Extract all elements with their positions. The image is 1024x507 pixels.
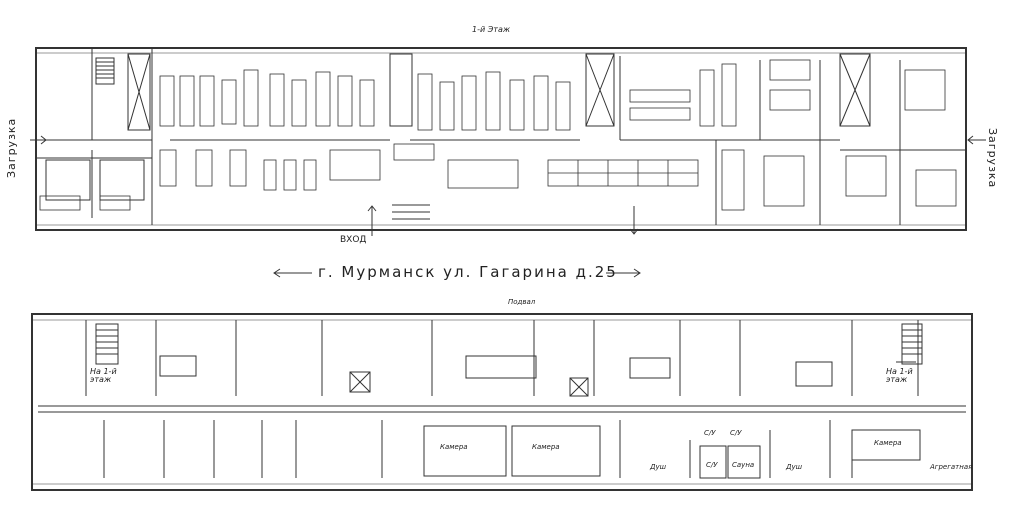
room-wc-3: С/У <box>706 461 718 469</box>
loading-label-left: Загрузка <box>5 117 18 178</box>
stairs-floor1-left <box>95 57 115 85</box>
stairs-basement-right <box>901 323 923 365</box>
room-shower-2: Душ <box>786 463 803 471</box>
basement-title: Подвал <box>508 298 536 306</box>
room-camera-1: Камера <box>440 443 468 451</box>
room-camera-2: Камера <box>532 443 560 451</box>
room-wc-1: С/У <box>704 429 716 437</box>
loading-label-right: Загрузка <box>986 128 999 189</box>
floor1-outline <box>35 47 967 231</box>
entrance-label: ВХОД <box>340 235 367 245</box>
room-aggregate: Агрегатная <box>930 463 973 471</box>
room-wc-2: С/У <box>730 429 742 437</box>
room-camera-3: Камера <box>874 439 902 447</box>
basement-outline <box>31 313 973 491</box>
stairs-basement-left <box>95 323 119 365</box>
basement-stairs-label-right: На 1-й этаж <box>886 367 913 384</box>
basement-stairs-label-left: На 1-й этаж <box>90 367 117 384</box>
room-shower-1: Душ <box>650 463 667 471</box>
room-sauna: Сауна <box>732 461 755 469</box>
floor1-title: 1-й Этаж <box>472 25 511 34</box>
address-label: г. Мурманск ул. Гагарина д.25 <box>318 263 618 281</box>
